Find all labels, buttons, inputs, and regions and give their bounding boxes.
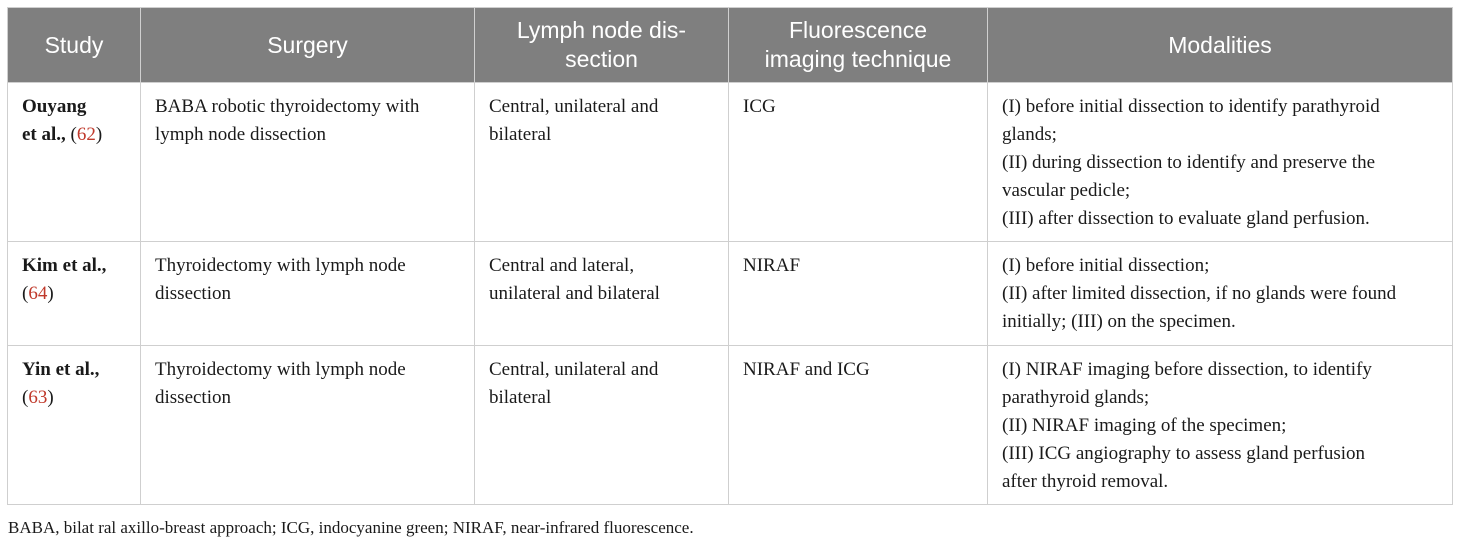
table-row: Yin et al., (63) Thyroidectomy with lymp… [7,345,1453,505]
table-row: Kim et al., (64) Thyroidectomy with lymp… [7,241,1453,346]
header-fluorescence-technique: Fluorescence imaging technique [728,7,988,83]
cell-lymph-node-dissection: Central and lateral, unilateral and bila… [474,241,729,346]
cell-study: Yin et al., (63) [7,345,141,505]
cell-surgery: Thyroidectomy with lymph node dissection [140,241,475,346]
cell-lymph-node-dissection: Central, unilateral and bilateral [474,345,729,505]
cell-modalities: (I) before initial dissection; (II) afte… [987,241,1453,346]
cell-surgery: BABA robotic thyroidectomy with lymph no… [140,82,475,242]
cell-surgery: Thyroidectomy with lymph node dissection [140,345,475,505]
header-surgery: Surgery [140,7,475,83]
cell-technique: ICG [728,82,988,242]
header-modalities: Modalities [987,7,1453,83]
citation-link[interactable]: 63 [28,387,48,408]
citation-link[interactable]: 64 [28,283,48,304]
cell-technique: NIRAF and ICG [728,345,988,505]
cell-study: Kim et al., (64) [7,241,141,346]
cell-lymph-node-dissection: Central, unilateral and bilateral [474,82,729,242]
table-footnote: BABA, bilat ral axillo-breast approach; … [8,518,694,537]
cell-technique: NIRAF [728,241,988,346]
table-container: Study Surgery Lymph node dis- section Fl… [7,7,1453,505]
cell-study: Ouyang et al., (62) [7,82,141,242]
header-study: Study [7,7,141,83]
studies-table: Study Surgery Lymph node dis- section Fl… [7,7,1453,505]
cell-modalities: (I) NIRAF imaging before dissection, to … [987,345,1453,505]
header-row: Study Surgery Lymph node dis- section Fl… [7,7,1453,83]
table-row: Ouyang et al., (62) BABA robotic thyroid… [7,82,1453,242]
citation-link[interactable]: 62 [76,124,96,145]
header-lymph-node-dissection: Lymph node dis- section [474,7,729,83]
cell-modalities: (I) before initial dissection to identif… [987,82,1453,242]
